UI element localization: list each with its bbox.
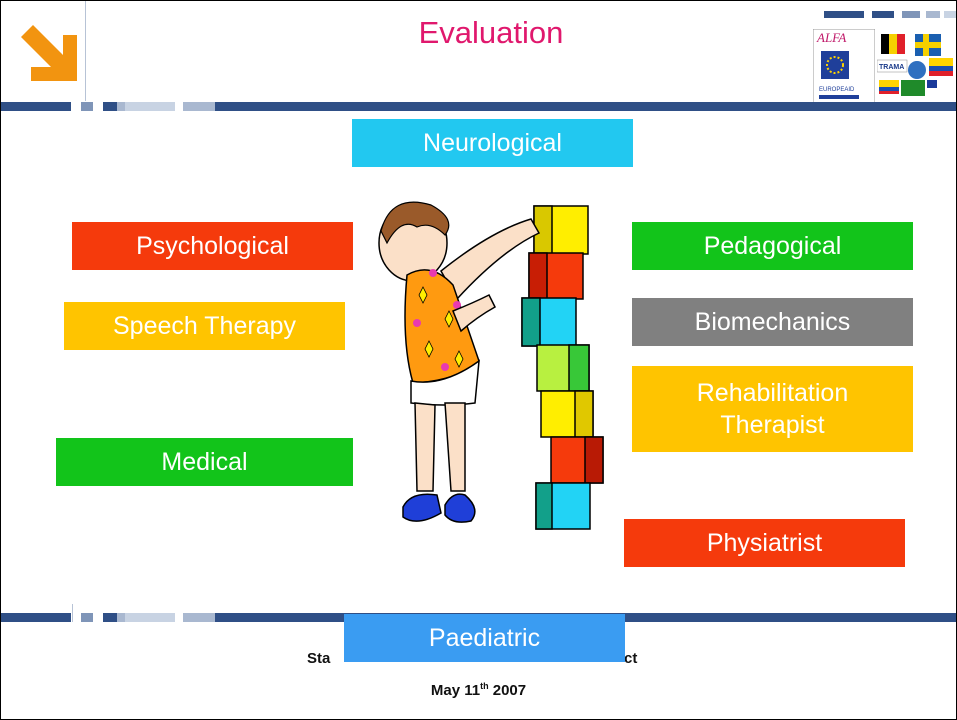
neurological-label: Neurological <box>423 129 562 157</box>
paediatric-box: Paediatric <box>344 614 625 662</box>
pedagogical-label: Pedagogical <box>703 232 842 260</box>
neurological-box: Neurological <box>352 119 633 167</box>
svg-text:TRAMA: TRAMA <box>879 64 904 71</box>
psychological-box: Psychological <box>72 222 353 270</box>
arrow-down-right-icon <box>21 25 77 81</box>
physiatrist-label: Physiatrist <box>706 529 823 557</box>
slide-title: Evaluation <box>418 15 564 50</box>
svg-text:EUROPEAID: EUROPEAID <box>819 87 855 93</box>
psychological-label: Psychological <box>136 232 289 260</box>
speech-therapy-label: Speech Therapy <box>113 312 296 340</box>
header-stripe <box>1 102 956 111</box>
header-stripe-right <box>824 11 956 18</box>
biomechanics-box: Biomechanics <box>632 298 913 346</box>
header-divider <box>85 1 86 101</box>
medical-box: Medical <box>56 438 353 486</box>
footer-right-text: ct <box>624 650 638 667</box>
flags-logo: TRAMA <box>877 34 953 96</box>
medical-label: Medical <box>161 448 248 476</box>
footer-left-text: Sta <box>307 650 331 667</box>
paediatric-label: Paediatric <box>428 624 541 652</box>
footer-date-sup: th <box>480 681 489 691</box>
biomechanics-label: Biomechanics <box>694 308 851 336</box>
rehabilitation-therapist-box: Rehabilitation Therapist <box>632 366 913 452</box>
pedagogical-box: Pedagogical <box>632 222 913 270</box>
physiatrist-box: Physiatrist <box>624 519 905 567</box>
alfa-logo-text: ALFA <box>816 30 846 45</box>
footer-date-prefix: May 11 <box>430 682 481 699</box>
footer-divider <box>72 604 73 622</box>
child-blocks-illustration <box>378 201 604 530</box>
rehabilitation-label-line2: Therapist <box>720 411 825 439</box>
alfa-logo: ALFA EUROPEAID <box>813 29 875 105</box>
footer-date: May 11th 2007 <box>1 681 956 699</box>
speech-therapy-box: Speech Therapy <box>64 302 345 350</box>
rehabilitation-label-line1: Rehabilitation <box>696 379 849 407</box>
footer-date-suffix: 2007 <box>488 682 527 699</box>
